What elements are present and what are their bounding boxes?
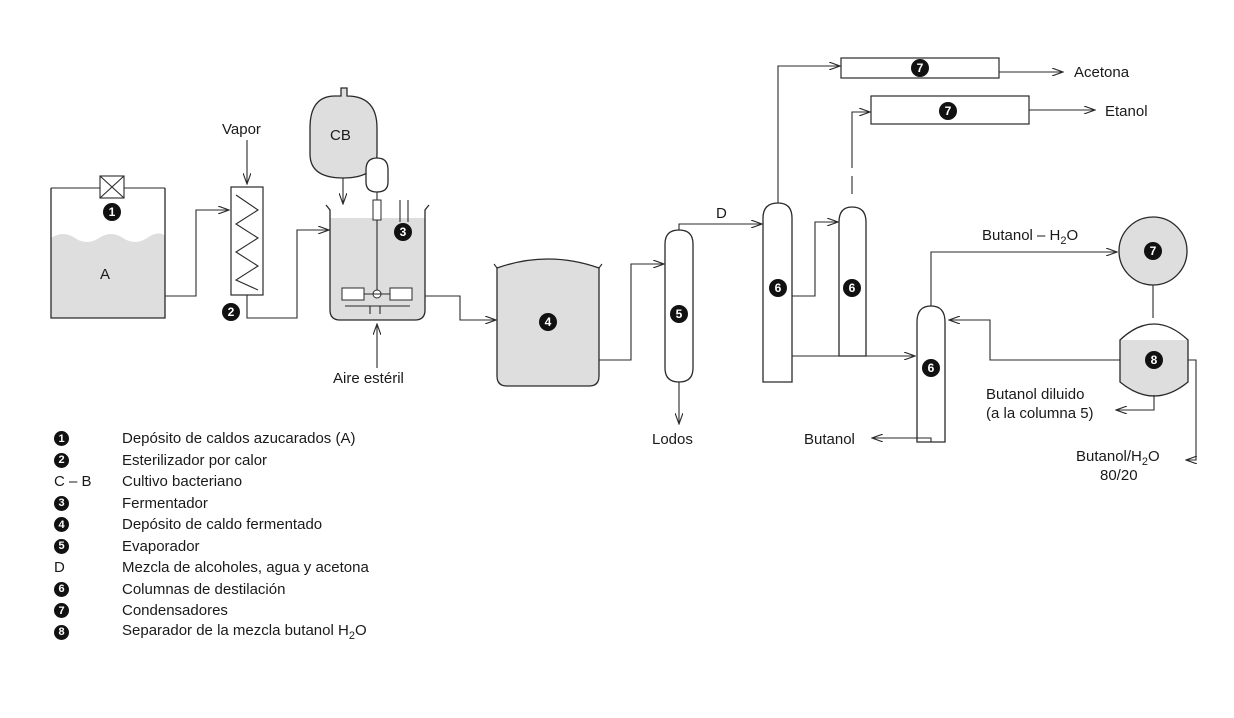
legend-text: Esterilizador por calor <box>122 451 268 469</box>
legend-text: Depósito de caldo fermentado <box>122 516 323 534</box>
flow-tank4-to-evaporator <box>599 264 664 361</box>
vapor-label: Vapor <box>222 121 261 138</box>
marker-7b: 7 <box>939 102 957 120</box>
legend-key: 8 <box>54 624 122 640</box>
flow-fermenter-to-tank4 <box>425 295 496 320</box>
legend-row: 2 Esterilizador por calor <box>54 450 514 472</box>
legend-number-badge: 8 <box>54 624 69 640</box>
legend-key-text: D <box>54 559 65 577</box>
ratio-label: Butanol/H2O <box>1076 448 1160 468</box>
ratio-outlet <box>1186 359 1196 460</box>
legend-text: Mezcla de alcoholes, agua y acetona <box>122 559 369 577</box>
flow-sterilizer-to-fermenter <box>246 230 329 319</box>
diluido-label-1: Butanol diluido <box>986 386 1084 403</box>
butanol-outlet <box>872 438 932 442</box>
legend-number-badge: 2 <box>54 452 69 468</box>
legend-text: Condensadores <box>122 602 228 620</box>
marker-6b: 6 <box>843 279 861 297</box>
legend-number-badge: 5 <box>54 538 69 554</box>
marker-3: 3 <box>394 223 412 241</box>
svg-text:7: 7 <box>945 104 952 118</box>
legend: 1 Depósito de caldos azucarados (A) 2 Ester… <box>54 428 514 643</box>
legend-key: D <box>54 559 122 576</box>
marker-7a: 7 <box>911 59 929 77</box>
legend-row: D Mezcla de alcoholes, agua y acetona <box>54 557 514 579</box>
flow-a-to-sterilizer <box>165 210 229 297</box>
legend-row: 6 Columnas de destilación <box>54 579 514 601</box>
legend-number-badge: 7 <box>54 603 69 619</box>
legend-key: 2 <box>54 452 122 468</box>
marker-1: 1 <box>103 203 121 221</box>
legend-key: 1 <box>54 431 122 447</box>
legend-row: 3 Fermentador <box>54 493 514 515</box>
acetona-label: Acetona <box>1074 64 1130 81</box>
legend-text: Cultivo bacteriano <box>122 473 243 491</box>
legend-number-badge: 3 <box>54 495 69 511</box>
etanol-label: Etanol <box>1105 103 1148 120</box>
svg-text:6: 6 <box>775 281 782 295</box>
legend-key: 7 <box>54 603 122 619</box>
marker-6c: 6 <box>922 359 940 377</box>
legend-key: 3 <box>54 495 122 511</box>
marker-7c: 7 <box>1144 242 1162 260</box>
butanol-label: Butanol <box>804 431 855 448</box>
marker-6a: 6 <box>769 279 787 297</box>
legend-text: Separador de la mezcla butanol H2O <box>122 622 367 643</box>
svg-text:6: 6 <box>849 281 856 295</box>
legend-row: C – B Cultivo bacteriano <box>54 471 514 493</box>
flow-col6b-to-etanol-condenser <box>851 112 870 194</box>
butanol-h2o-label: Butanol – H2O <box>982 227 1078 247</box>
legend-number-badge: 6 <box>54 581 69 597</box>
tank-a-label: A <box>100 266 110 283</box>
legend-key-text: C – B <box>54 473 92 491</box>
marker-2: 2 <box>222 303 240 321</box>
svg-text:2: 2 <box>228 305 235 319</box>
marker-8: 8 <box>1145 351 1163 369</box>
marker-4: 4 <box>539 313 557 331</box>
legend-key: 4 <box>54 517 122 533</box>
legend-text: Depósito de caldos azucarados (A) <box>122 430 356 448</box>
svg-text:1: 1 <box>109 205 116 219</box>
legend-text: Columnas de destilación <box>122 580 286 598</box>
svg-text:6: 6 <box>928 361 935 375</box>
recycle-to-col6c <box>949 320 1120 361</box>
marker-5: 5 <box>670 305 688 323</box>
legend-number-badge: 4 <box>54 517 69 533</box>
legend-row: 8 Separador de la mezcla butanol H2O <box>54 622 514 644</box>
fermenter <box>325 157 430 321</box>
legend-key: 5 <box>54 538 122 554</box>
ratio-label-line2: 80/20 <box>1100 467 1138 484</box>
legend-row: 4 Depósito de caldo fermentado <box>54 514 514 536</box>
legend-text: Evaporador <box>122 537 200 555</box>
svg-text:5: 5 <box>676 307 683 321</box>
legend-text: Fermentador <box>122 494 208 512</box>
svg-text:7: 7 <box>1150 244 1157 258</box>
diluted-butanol-outlet <box>1116 395 1155 410</box>
legend-key: 6 <box>54 581 122 597</box>
tank-a <box>50 175 166 319</box>
flow-col6-to-acetone-condenser <box>777 66 840 203</box>
legend-row: 1 Depósito de caldos azucarados (A) <box>54 428 514 450</box>
svg-text:7: 7 <box>917 61 924 75</box>
flow-evaporator-to-column6 <box>678 224 762 230</box>
svg-text:3: 3 <box>400 225 407 239</box>
cb-label: CB <box>330 127 351 144</box>
heat-sterilizer <box>230 186 264 296</box>
aire-esteril-label: Aire estéril <box>333 370 404 387</box>
flow-col6c-to-round-condenser <box>930 252 1117 306</box>
bacterial-culture-vessel <box>309 87 378 179</box>
legend-key: C – B <box>54 473 122 490</box>
legend-number-badge: 1 <box>54 431 69 447</box>
legend-row: 7 Condensadores <box>54 600 514 622</box>
flow-col6-to-col6b <box>792 222 838 297</box>
svg-text:4: 4 <box>545 315 552 329</box>
d-label: D <box>716 205 727 222</box>
diluido-label-2: (a la columna 5) <box>986 405 1094 422</box>
svg-text:8: 8 <box>1151 353 1158 367</box>
lodos-label: Lodos <box>652 431 693 448</box>
legend-row: 5 Evaporador <box>54 536 514 558</box>
